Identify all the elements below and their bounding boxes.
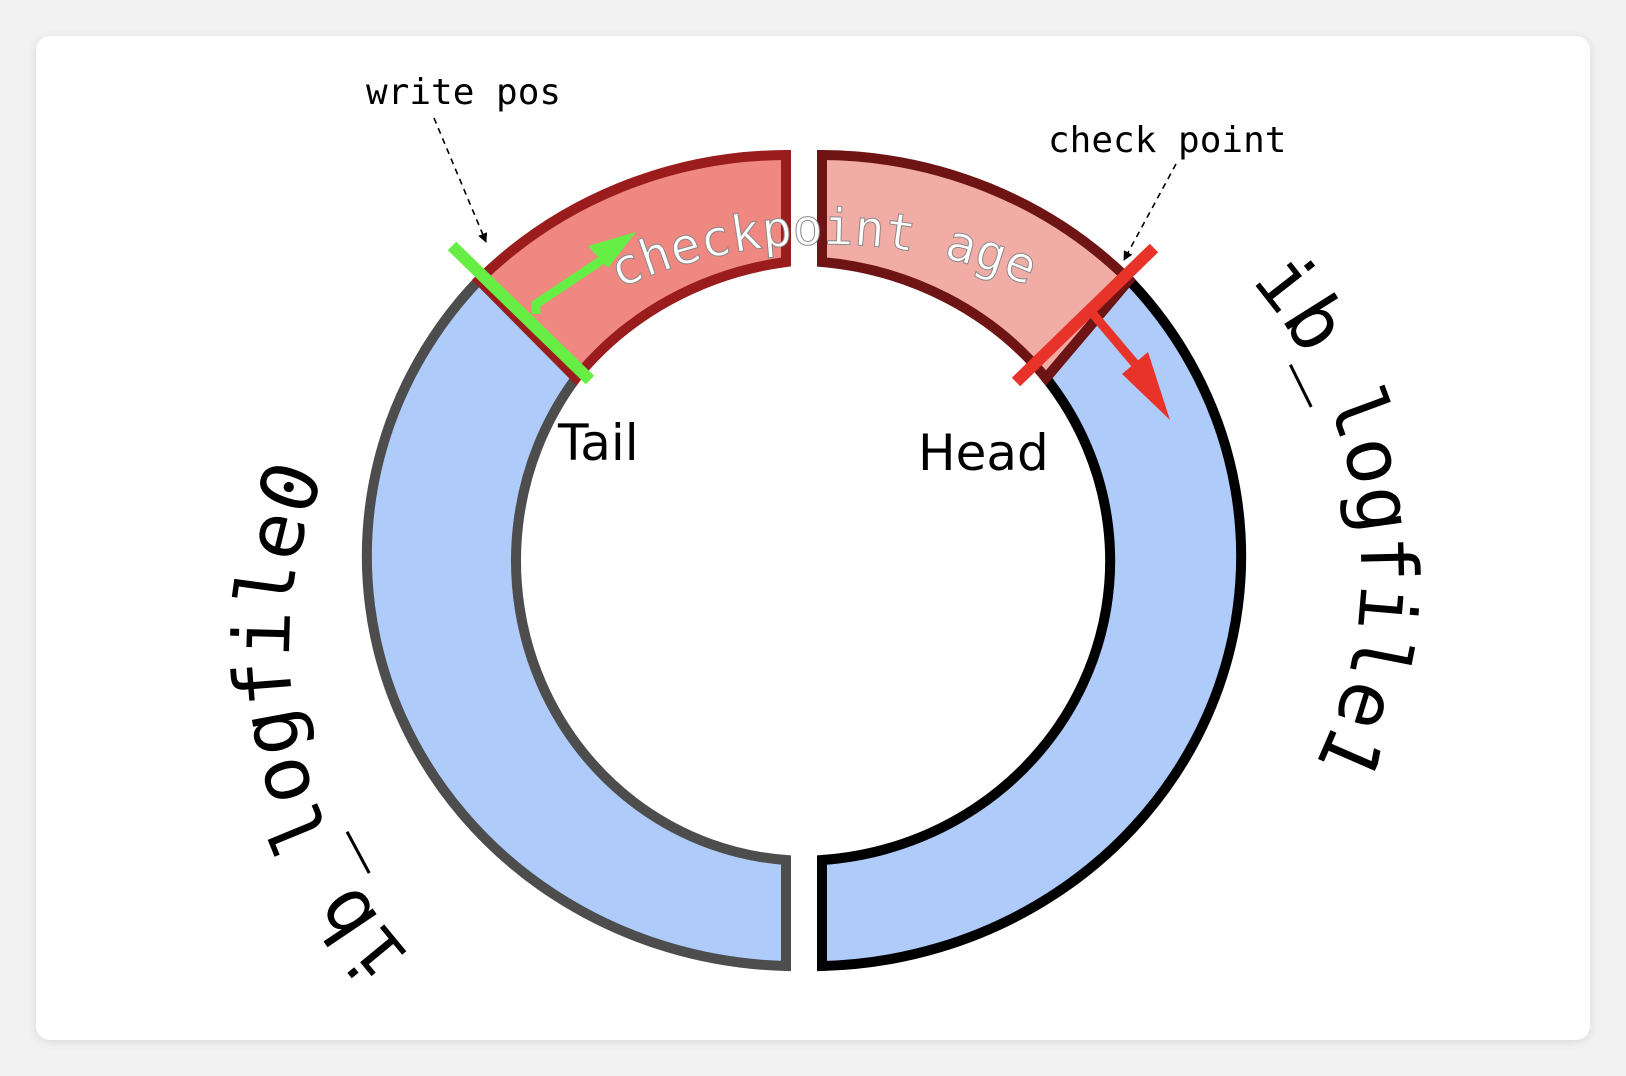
check-point-arrow xyxy=(1084,305,1146,375)
logfile0-segment xyxy=(361,272,791,972)
write-pos-pointer xyxy=(433,117,488,243)
check-point-pointer xyxy=(1123,163,1177,261)
logfile1-segment xyxy=(817,272,1247,972)
write-pos-arrow xyxy=(531,250,614,314)
write-pos-arrowhead xyxy=(588,232,636,268)
check-point-label: check point xyxy=(1048,120,1286,161)
tail-label: Tail xyxy=(557,414,639,472)
logfile1-label: ib_logfile1 xyxy=(1236,237,1432,792)
diagram-card: write pos check point Tail Head checkpoi… xyxy=(36,36,1590,1040)
write-pos-label: write pos xyxy=(366,72,561,113)
check-point-arrowhead xyxy=(1122,352,1170,420)
check-point-marker xyxy=(1011,243,1159,387)
redo-log-ring-diagram: write pos check point Tail Head checkpoi… xyxy=(218,72,1433,1002)
checkpoint-age-band-left xyxy=(471,149,791,386)
head-label: Head xyxy=(918,424,1049,482)
logfile1-text: ib_logfile1 xyxy=(1236,237,1432,792)
write-pos-marker xyxy=(447,241,595,385)
